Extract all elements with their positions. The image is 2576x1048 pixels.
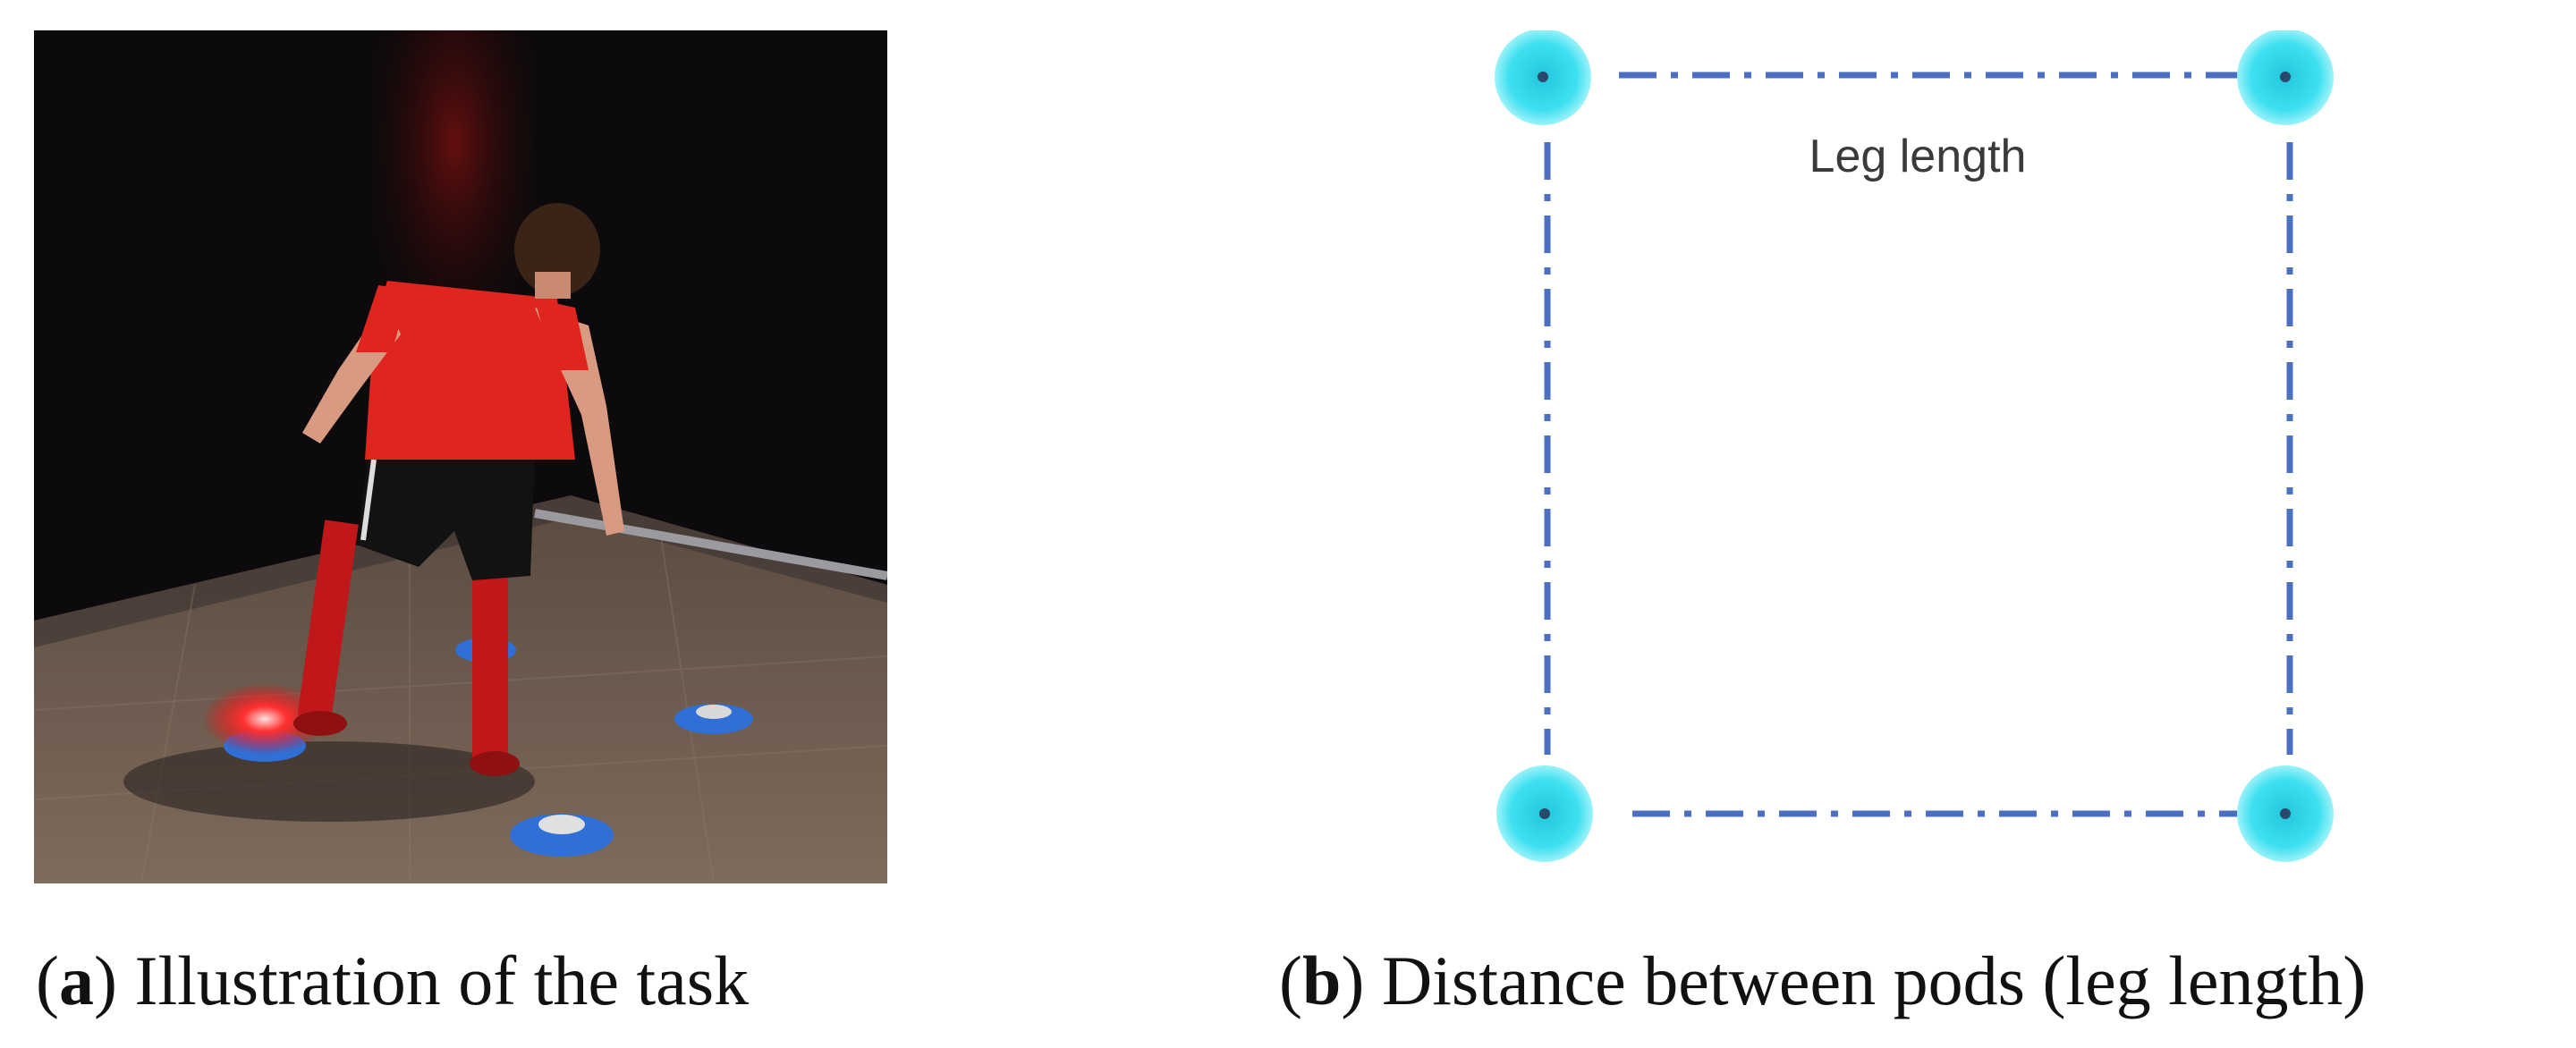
task-photo xyxy=(34,30,887,883)
pod-top-right xyxy=(2237,29,2334,125)
pod-layout-diagram: Leg length xyxy=(1467,29,2361,883)
caption-a-text: Illustration of the task xyxy=(134,942,750,1019)
caption-b-text: Distance between pods (leg length) xyxy=(1381,942,2367,1019)
caption-b-letter: b xyxy=(1301,942,1342,1019)
leg-length-label: Leg length xyxy=(1809,131,2027,182)
pod-bottom-left xyxy=(1496,765,1593,862)
caption-a-letter: a xyxy=(58,942,94,1019)
caption-panel-b: (b) Distance between pods (leg length) xyxy=(1279,942,2367,1019)
leg-length-edges xyxy=(1544,72,2293,817)
pod-top-left xyxy=(1495,29,1591,125)
caption-panel-a: (a) Illustration of the task xyxy=(36,942,750,1019)
pod-bottom-right xyxy=(2237,765,2334,862)
